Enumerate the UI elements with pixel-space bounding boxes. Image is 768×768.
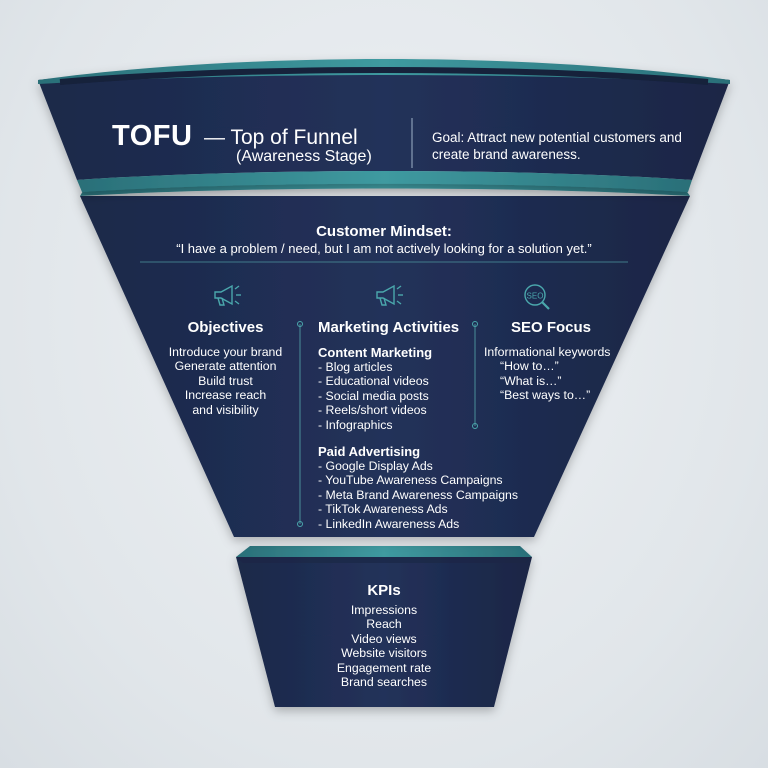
list-item: Website visitors [341,646,427,661]
list-item: Increase reach [184,388,267,403]
seo-heading: Informational keywords [484,345,611,359]
list-item: - Blog articles [318,360,393,374]
tofu-title: TOFU [112,120,193,152]
list-item: Reach [366,617,402,632]
mindset-title: Customer Mindset: [316,223,452,240]
list-item: Engagement rate [336,660,432,675]
paid-advertising-heading: Paid Advertising [318,444,421,459]
goal-text: Goal: Attract new potential customers an… [432,130,682,162]
seo-magnifier-icon: SEO [524,284,550,310]
list-item: - Educational videos [318,374,429,389]
funnel-bottom-section [236,546,532,707]
list-item: - Reels/short videos [318,403,427,418]
objectives-title: Objectives [187,319,264,336]
kpis-title: KPIs [367,582,401,599]
list-item: - LinkedIn Awareness Ads [318,516,460,531]
list-item: Video views [351,631,417,646]
list-item: and visibility [192,402,259,417]
seo-focus-title: SEO Focus [510,319,592,336]
megaphone-icon [214,284,241,306]
paid-advertising-list: - Google Display Ads - YouTube Awareness… [318,459,518,531]
tofu-stage-label: (Awareness Stage) [236,148,372,165]
list-item: Introduce your brand [168,345,283,359]
list-item: - YouTube Awareness Campaigns [318,473,503,488]
column-dividers [297,321,478,527]
list-item: - Social media posts [318,388,429,403]
tofu-subtitle: — Top of Funnel [204,126,358,149]
list-item: Build trust [198,373,253,388]
content-marketing-list: - Blog articles - Educational videos - S… [318,360,429,432]
seo-icon-label: SEO [527,292,544,301]
list-item: - Infographics [318,417,393,432]
mindset-quote: “I have a problem / need, but I am not a… [176,241,592,256]
marketing-activities-title: Marketing Activities [318,319,460,336]
list-item: “What is…” [500,373,562,388]
list-item: Impressions [350,603,418,617]
list-item: - TikTok Awareness Ads [318,502,448,517]
list-item: Generate attention [174,359,277,374]
funnel-top-band [38,59,730,192]
list-item: “Best ways to…” [500,388,591,403]
content-marketing-heading: Content Marketing [318,345,433,360]
list-item: “How to…” [500,359,559,374]
list-item: - Google Display Ads [318,459,433,473]
list-item: Brand searches [340,675,428,690]
objectives-list: Introduce your brand Generate attention … [148,345,303,417]
kpis-list: Impressions Reach Video views Website vi… [0,603,768,689]
list-item: - Meta Brand Awareness Campaigns [318,487,519,502]
megaphone-icon [376,284,403,306]
seo-focus-list: Informational keywords “How to…” “What i… [476,345,626,403]
